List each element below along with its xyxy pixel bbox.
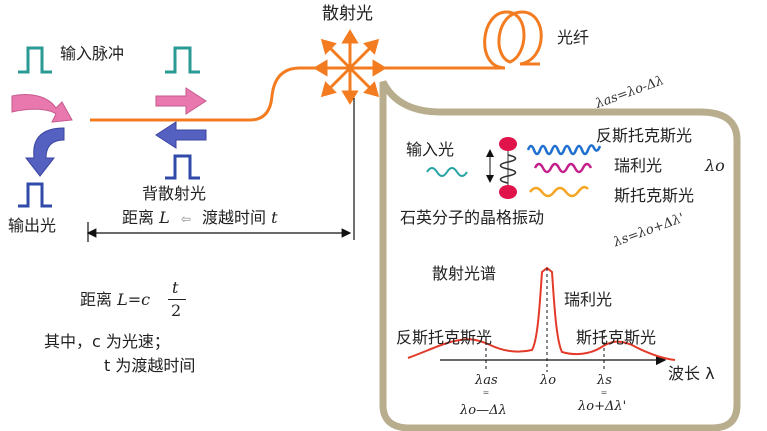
rayleigh-peak-label: 瑞利光 <box>564 290 613 309</box>
forward-pulse-icon <box>165 46 200 74</box>
rayleigh-wave <box>533 162 593 174</box>
distance-word: 距离 <box>122 208 155 227</box>
eq-s-bottom: λo+Δλ' <box>578 399 627 414</box>
tick-o: λo <box>540 373 557 388</box>
spectrum-curve <box>407 266 676 361</box>
rayleigh-label: 瑞利光 <box>614 156 663 175</box>
lattice-molecule-icon <box>486 137 517 199</box>
input-wave <box>426 167 468 177</box>
tick-as: λas <box>475 373 498 388</box>
lattice-label: 石英分子的晶格振动 <box>400 208 545 227</box>
output-curved-arrow-icon <box>24 127 65 177</box>
scatter-starburst <box>313 29 387 105</box>
stokes-wave <box>529 185 589 198</box>
formula-prefix: 距离 <box>80 290 113 309</box>
t-line: t 为渡越时间 <box>104 356 196 375</box>
back-pulse-icon <box>165 154 200 180</box>
input-pulse-icon <box>18 46 52 74</box>
svg-text:=: = <box>601 388 608 397</box>
distance-formula: 距离 L=c <box>80 292 150 308</box>
anti-stokes-wave <box>526 144 602 156</box>
anti-stokes-label: 反斯托克斯光 <box>596 126 693 145</box>
svg-text:=: = <box>483 388 490 397</box>
formula-denominator: 2 <box>171 301 182 320</box>
wavelength-axis-label: 波长 λ <box>668 364 715 383</box>
formula-body: L=c <box>117 290 151 309</box>
tick-s: λs <box>597 373 612 388</box>
spectrum-title: 散射光谱 <box>432 264 497 283</box>
forward-arrow-icon <box>155 87 207 115</box>
time-var: t <box>271 208 278 227</box>
where-line: 其中，c 为光速； <box>44 332 170 351</box>
output-light-label: 输出光 <box>8 216 57 235</box>
input-pulse-label: 输入脉冲 <box>60 44 125 63</box>
output-pulse-icon <box>18 182 52 208</box>
backward-arrow-icon <box>155 121 207 149</box>
eq-as-bottom: λo—Δλ <box>460 403 507 418</box>
spectrum-chart: = = <box>407 266 676 397</box>
stokes-label: 斯托克斯光 <box>614 186 695 205</box>
back-scatter-label: 背散射光 <box>142 184 207 203</box>
optical-fiber <box>90 10 543 122</box>
input-curved-arrow-icon <box>11 94 73 123</box>
anti-stokes-peak-label: 反斯托克斯光 <box>396 328 493 347</box>
distance-time-label: 距离 L ⇦ 渡越时间 t <box>122 210 278 226</box>
formula-numerator: t <box>172 278 179 297</box>
distance-var: L <box>159 208 170 227</box>
left-arrow-icon: ⇦ <box>180 212 191 226</box>
fiber-label: 光纤 <box>557 28 590 47</box>
stokes-peak-label: 斯托克斯光 <box>576 328 657 347</box>
magnified-panel <box>379 80 741 431</box>
lambda-o-label: λo <box>705 156 725 175</box>
fraction-bar <box>168 299 186 300</box>
scattered-light-label: 散射光 <box>322 4 373 24</box>
input-light-label: 输入光 <box>406 140 455 159</box>
travel-time-word: 渡越时间 <box>201 208 266 227</box>
